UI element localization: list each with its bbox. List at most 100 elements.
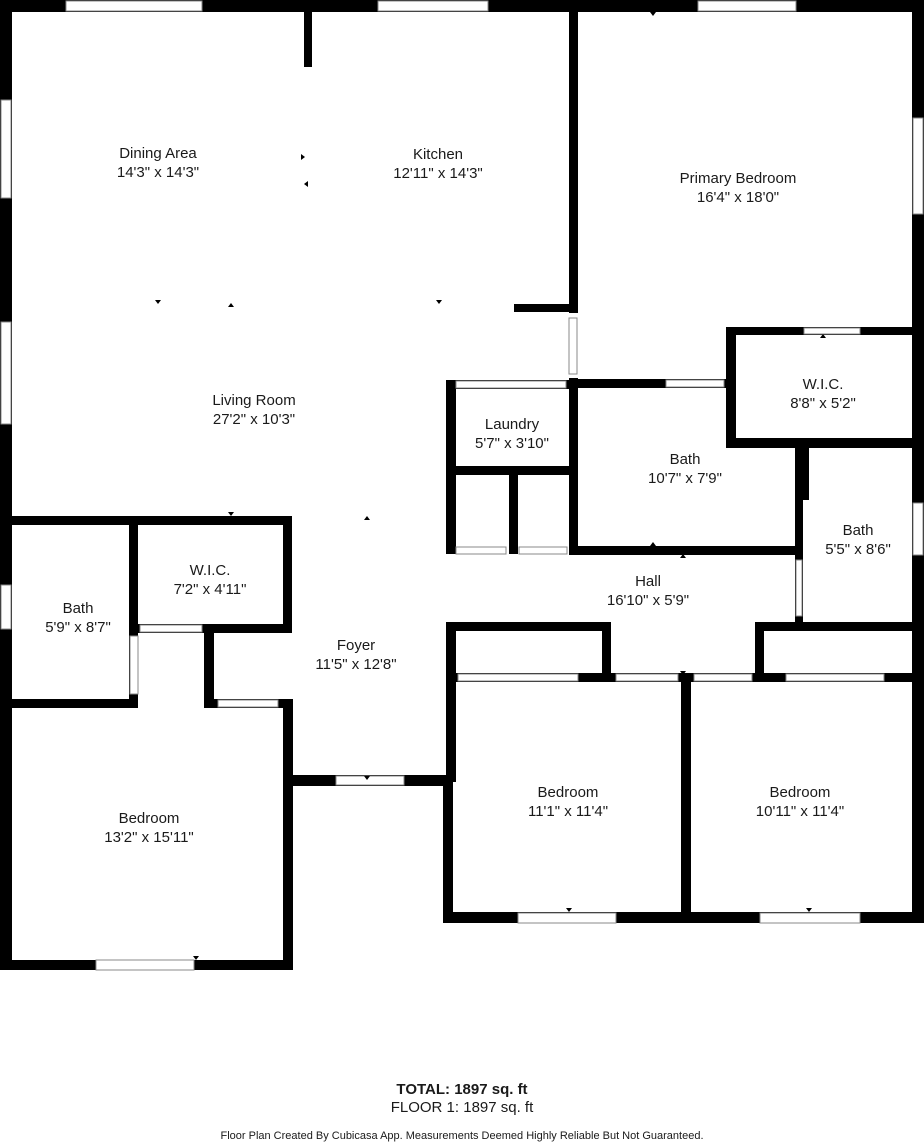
tick-mark bbox=[436, 300, 442, 304]
window bbox=[0, 584, 12, 630]
door bbox=[217, 699, 279, 708]
room-name: Bath bbox=[62, 600, 94, 617]
room-name: W.I.C. bbox=[189, 562, 231, 579]
room-size: 16'4" x 18'0" bbox=[696, 189, 780, 206]
wall bbox=[602, 622, 611, 680]
tick-mark bbox=[155, 300, 161, 304]
wall bbox=[755, 622, 764, 680]
door bbox=[129, 635, 139, 695]
room-name: Bath bbox=[842, 522, 874, 539]
room-label-laundry: Laundry 5'7" x 3'10" bbox=[475, 415, 549, 453]
room-label-foyer: Foyer 11'5" x 12'8" bbox=[315, 636, 396, 674]
tick-mark bbox=[680, 554, 686, 558]
tick-mark bbox=[806, 908, 812, 912]
door bbox=[803, 327, 861, 335]
room-label-bedroom-mid: Bedroom 11'1" x 11'4" bbox=[528, 783, 608, 821]
tick-mark bbox=[650, 542, 656, 546]
room-label-west-bath: Bath 5'9" x 8'7" bbox=[45, 599, 111, 637]
room-name: W.I.C. bbox=[802, 376, 844, 393]
door bbox=[785, 673, 885, 682]
tick-mark bbox=[228, 512, 234, 516]
wall bbox=[0, 0, 12, 970]
room-size: 11'5" x 12'8" bbox=[315, 656, 397, 673]
wall bbox=[129, 516, 138, 706]
wall bbox=[726, 438, 924, 448]
tick-mark bbox=[574, 181, 578, 187]
wall bbox=[509, 466, 518, 554]
wall bbox=[755, 622, 924, 631]
room-name: Bedroom bbox=[118, 810, 180, 827]
room-size: 7'2" x 4'11" bbox=[173, 581, 247, 598]
tick-mark bbox=[650, 12, 656, 16]
door bbox=[693, 673, 753, 682]
room-size: 5'7" x 3'10" bbox=[475, 435, 549, 452]
room-size: 12'11" x 14'3" bbox=[393, 165, 483, 182]
room-size: 5'9" x 8'7" bbox=[45, 619, 111, 636]
wall bbox=[795, 446, 803, 624]
wall bbox=[569, 379, 734, 388]
window bbox=[95, 959, 195, 971]
room-name: Kitchen bbox=[412, 146, 464, 163]
window bbox=[0, 99, 12, 199]
door bbox=[795, 559, 803, 617]
wall bbox=[569, 8, 578, 313]
room-name: Laundry bbox=[484, 416, 540, 433]
room-name: Bedroom bbox=[769, 784, 831, 801]
door bbox=[568, 317, 578, 375]
door bbox=[455, 380, 567, 389]
tick-mark bbox=[364, 516, 370, 520]
room-label-bedroom-east: Bedroom 10'11" x 11'4" bbox=[756, 783, 844, 821]
door bbox=[455, 546, 507, 555]
door bbox=[139, 624, 203, 633]
room-label-living-room: Living Room 27'2" x 10'3" bbox=[212, 391, 295, 429]
tick-mark bbox=[193, 956, 199, 960]
window bbox=[912, 117, 924, 215]
tick-mark bbox=[301, 154, 305, 160]
window bbox=[759, 912, 861, 924]
disclaimer: Floor Plan Created By Cubicasa App. Meas… bbox=[220, 1130, 704, 1142]
wall bbox=[912, 0, 924, 922]
window bbox=[0, 321, 12, 425]
room-size: 5'5" x 8'6" bbox=[825, 541, 891, 558]
window bbox=[377, 0, 489, 12]
tick-mark bbox=[680, 671, 686, 675]
wall bbox=[569, 546, 803, 555]
room-label-west-wic: W.I.C. 7'2" x 4'11" bbox=[174, 561, 247, 599]
room-label-hall-bath: Bath 5'5" x 8'6" bbox=[825, 521, 891, 559]
room-size: 13'2" x 15'11" bbox=[104, 829, 194, 846]
room-name: Dining Area bbox=[119, 145, 197, 162]
room-label-primary-wic: W.I.C. 8'8" x 5'2" bbox=[790, 375, 856, 413]
door bbox=[665, 379, 725, 388]
wall bbox=[446, 622, 456, 782]
tick-mark bbox=[304, 181, 308, 187]
wall bbox=[446, 622, 611, 631]
room-size: 14'3" x 14'3" bbox=[116, 164, 200, 181]
measure-marks bbox=[155, 12, 826, 960]
room-size: 10'7" x 7'9" bbox=[648, 470, 722, 487]
room-size: 27'2" x 10'3" bbox=[212, 411, 296, 428]
room-label-kitchen: Kitchen 12'11" x 14'3" bbox=[393, 145, 483, 183]
wall bbox=[443, 775, 453, 923]
openings bbox=[0, 0, 924, 971]
room-name: Living Room bbox=[212, 392, 296, 409]
room-size: 11'1" x 11'4" bbox=[527, 803, 609, 820]
window bbox=[697, 0, 797, 12]
window bbox=[65, 0, 203, 12]
room-label-primary-bath: Bath 10'7" x 7'9" bbox=[648, 450, 722, 488]
wall bbox=[514, 304, 578, 312]
tick-mark bbox=[566, 908, 572, 912]
room-label-primary-bedroom: Primary Bedroom 16'4" x 18'0" bbox=[680, 169, 797, 207]
window bbox=[517, 912, 617, 924]
room-size: 8'8" x 5'2" bbox=[790, 395, 856, 412]
room-label-hall: Hall 16'10" x 5'9" bbox=[607, 572, 689, 610]
wall bbox=[0, 699, 138, 708]
window bbox=[912, 502, 924, 556]
tick-mark bbox=[820, 334, 826, 338]
wall bbox=[283, 516, 292, 632]
tick-mark bbox=[228, 303, 234, 307]
wall bbox=[0, 516, 292, 525]
wall bbox=[204, 627, 214, 707]
room-name: Primary Bedroom bbox=[679, 170, 797, 187]
room-label-dining-area: Dining Area 14'3" x 14'3" bbox=[117, 144, 199, 182]
door bbox=[615, 673, 679, 682]
